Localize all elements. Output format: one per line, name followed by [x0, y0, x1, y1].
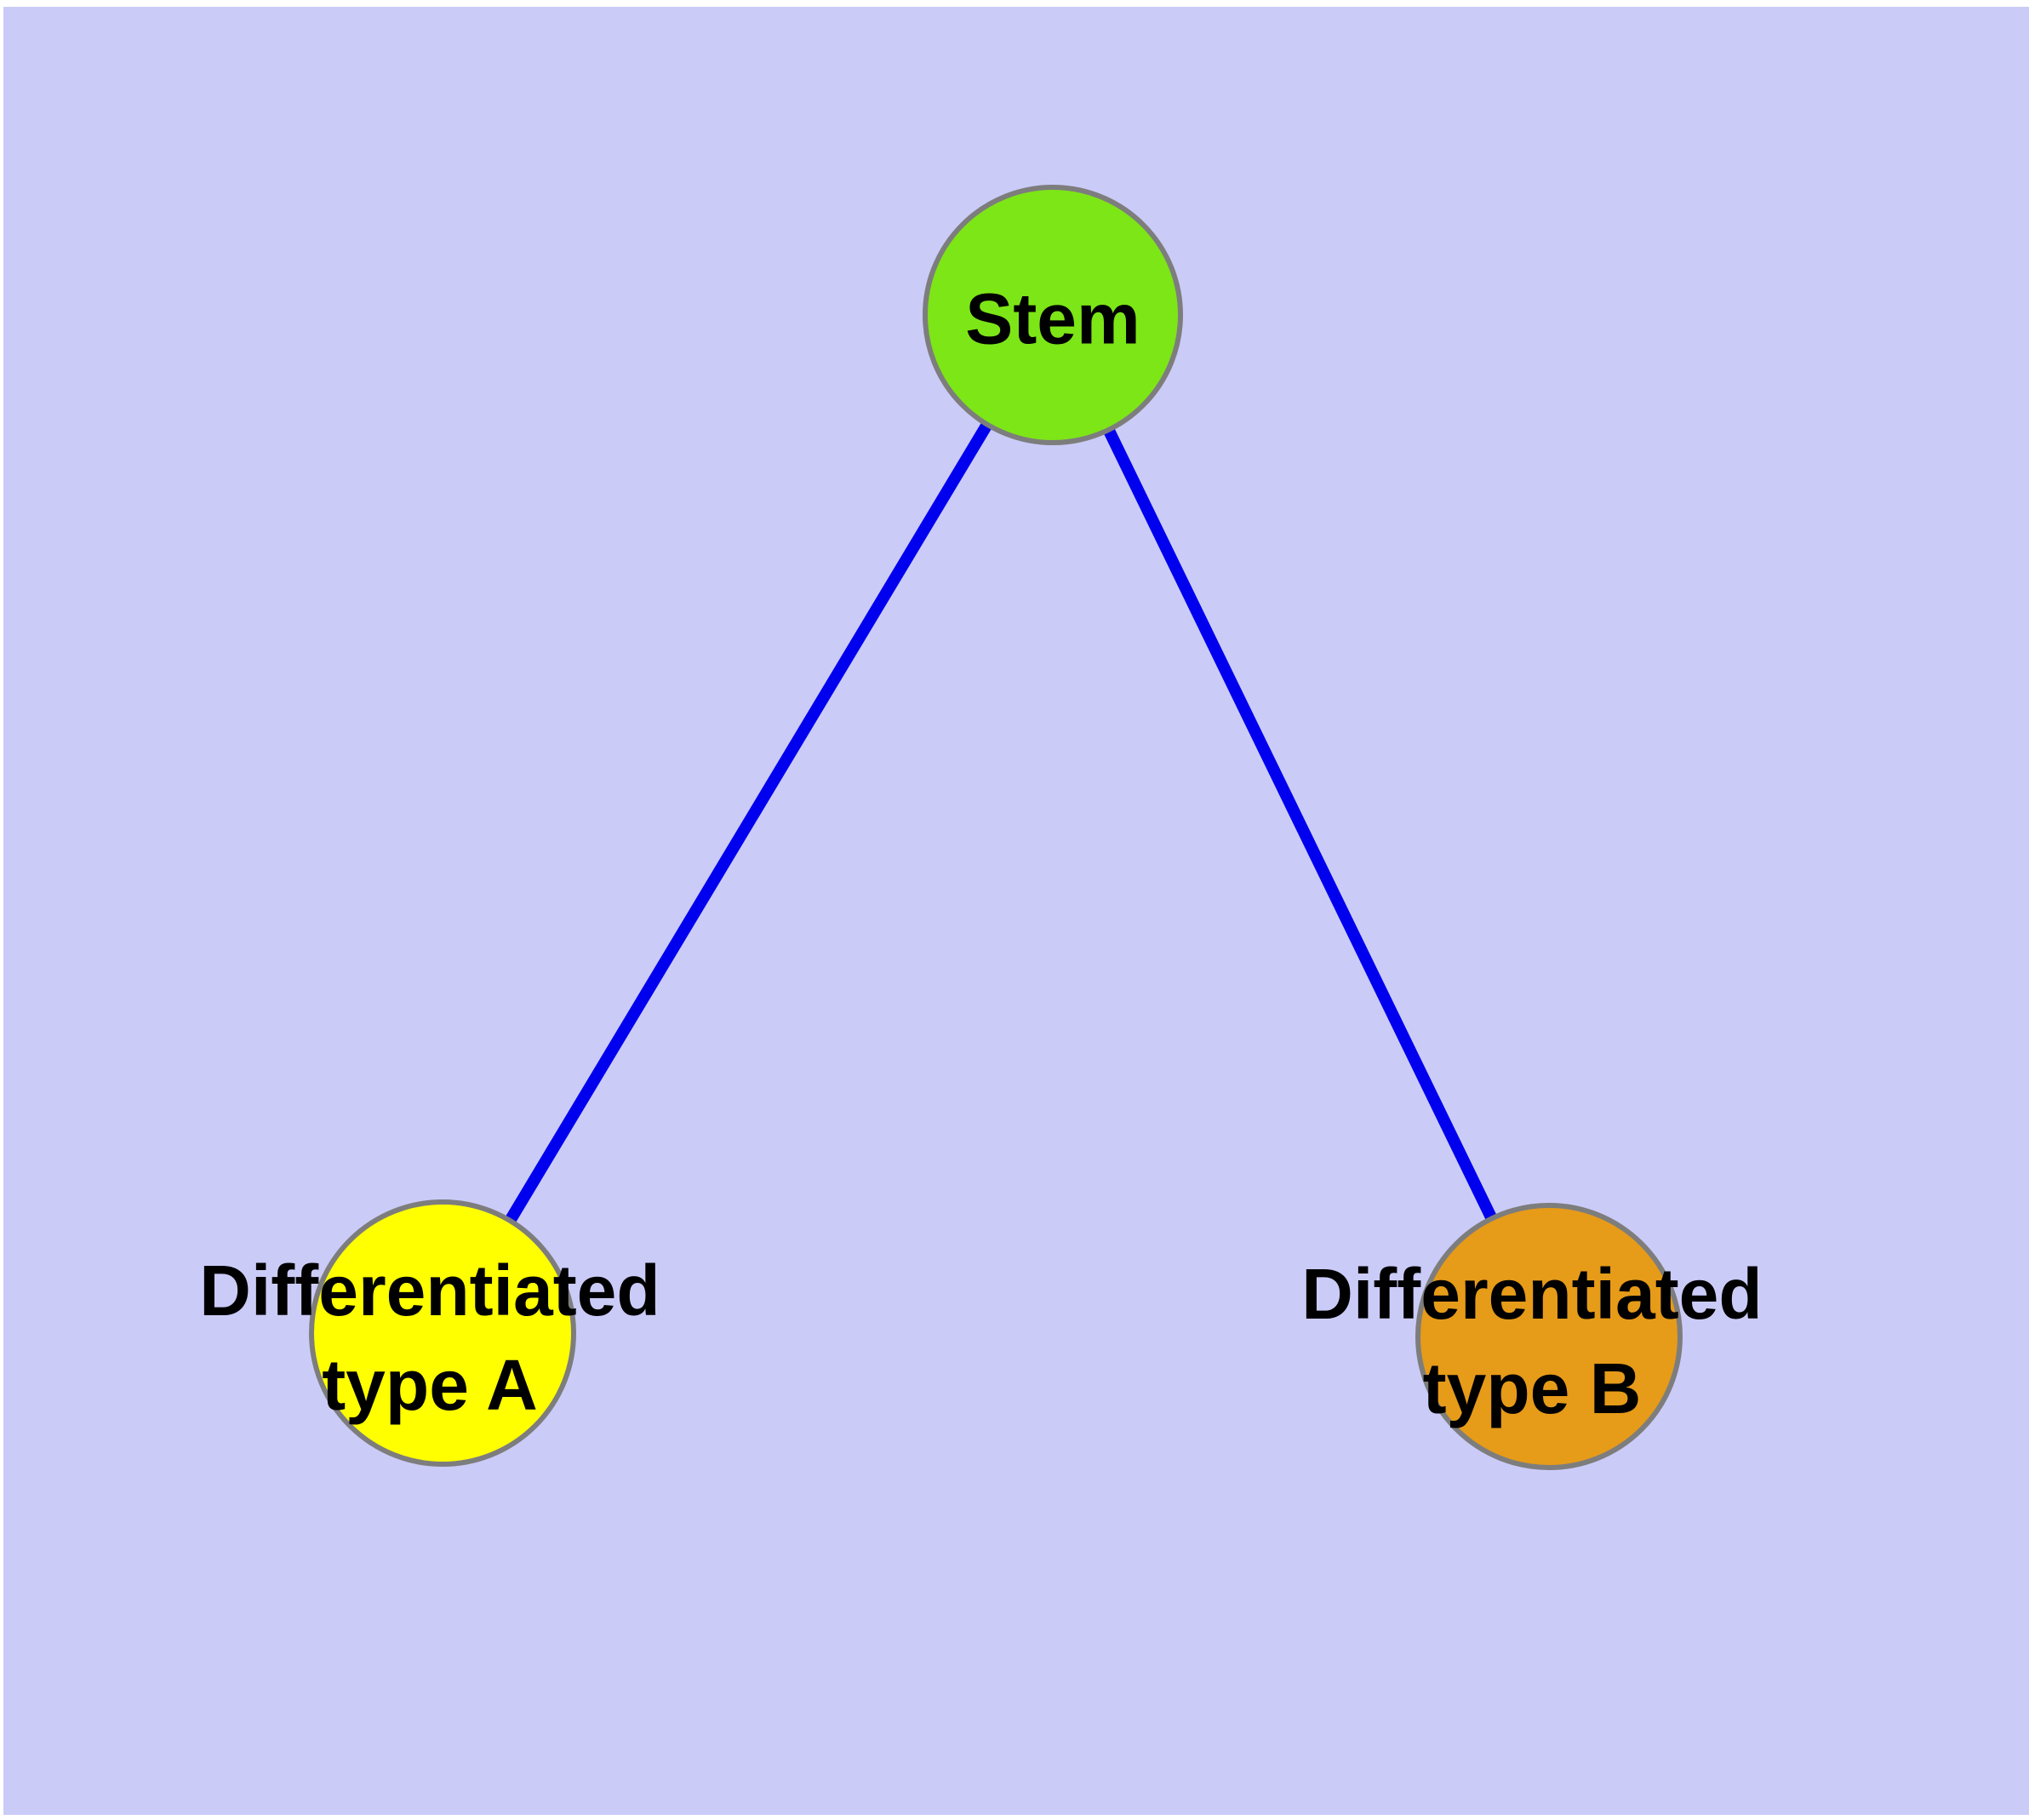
node-label-type-b-line2: type B [1422, 1348, 1642, 1428]
edge-stem-to-type-a [437, 309, 1059, 1339]
node-label-type-b-line1: Differentiated [1301, 1254, 1763, 1335]
node-label-stem: Stem [965, 272, 1140, 367]
node-label-type-a-line2: type A [322, 1345, 538, 1425]
node-type-b [1415, 1203, 1683, 1470]
node-label-type-a: Differentiated type A [199, 1244, 660, 1433]
node-label-type-b: Differentiated type B [1301, 1247, 1762, 1436]
edge-stem-to-type-b [1047, 309, 1555, 1342]
node-stem [923, 185, 1183, 445]
node-label-stem-line1: Stem [965, 278, 1140, 359]
node-type-a [309, 1199, 576, 1467]
node-label-type-a-line1: Differentiated [199, 1251, 660, 1331]
